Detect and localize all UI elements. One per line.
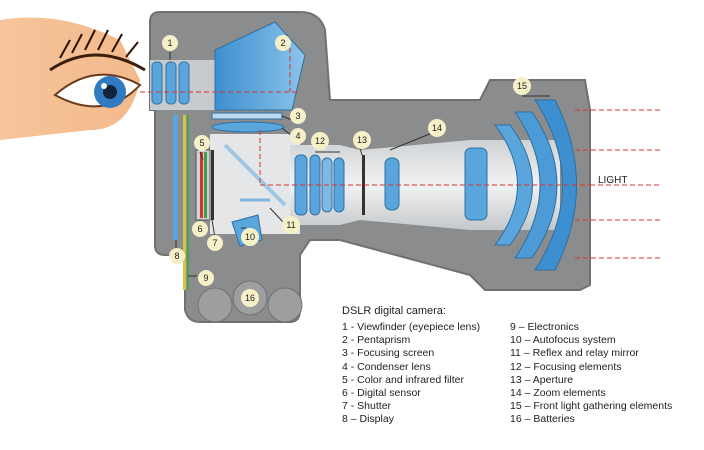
legend-item: 16 – Batteries xyxy=(510,413,575,426)
callout-6: 6 xyxy=(192,221,208,237)
legend-item: 12 – Focusing elements xyxy=(510,360,622,373)
svg-text:8: 8 xyxy=(174,251,179,261)
eyepiece-lenses xyxy=(151,61,190,105)
legend-item: 5 - Color and infrared filter xyxy=(342,373,464,386)
svg-text:7: 7 xyxy=(212,238,217,248)
callout-13: 13 xyxy=(353,131,371,149)
svg-text:10: 10 xyxy=(245,232,255,242)
svg-text:3: 3 xyxy=(295,111,300,121)
svg-text:16: 16 xyxy=(245,293,255,303)
legend-item: 13 – Aperture xyxy=(510,373,574,386)
svg-text:13: 13 xyxy=(357,135,367,145)
legend-item: 14 – Zoom elements xyxy=(510,387,606,400)
ir-filter xyxy=(204,152,207,218)
legend-left-column: 1 - Viewfinder (eyepiece lens) 2 - Penta… xyxy=(342,321,480,427)
zoom-element-2 xyxy=(464,147,488,221)
condenser-lens xyxy=(211,121,285,133)
legend-item: 15 – Front light gathering elements xyxy=(510,400,673,413)
legend-item: 8 – Display xyxy=(342,413,394,426)
focusing-screen xyxy=(211,112,283,120)
light-rays xyxy=(140,40,660,259)
callout-5: 5 xyxy=(194,135,210,151)
legend-item: 10 – Autofocus system xyxy=(510,334,616,347)
shutter xyxy=(211,150,214,220)
batteries xyxy=(197,280,303,323)
svg-text:1: 1 xyxy=(167,38,172,48)
svg-text:4: 4 xyxy=(295,131,300,141)
callout-8: 8 xyxy=(169,248,185,264)
callout-2: 2 xyxy=(275,35,291,51)
legend-item: 7 - Shutter xyxy=(342,400,392,413)
display-panel xyxy=(173,115,178,240)
legend-item: 6 - Digital sensor xyxy=(342,387,421,400)
legend-title: DSLR digital camera: xyxy=(342,305,446,317)
electronics-board-2 xyxy=(187,115,189,290)
callout-12: 12 xyxy=(311,132,329,150)
svg-text:15: 15 xyxy=(517,81,527,91)
callout-1: 1 xyxy=(162,35,178,51)
eye-illustration xyxy=(0,17,146,140)
callout-15: 15 xyxy=(513,77,531,95)
legend-item: 4 - Condenser lens xyxy=(342,360,431,373)
legend-item: 2 - Pentaprism xyxy=(342,334,411,347)
color-filter xyxy=(200,152,203,218)
legend-item: 3 - Focusing screen xyxy=(342,347,435,360)
svg-text:12: 12 xyxy=(315,136,325,146)
svg-text:11: 11 xyxy=(286,220,295,230)
electronics-board xyxy=(183,115,186,290)
aperture xyxy=(362,155,365,215)
front-elements xyxy=(494,99,577,271)
legend-item: 11 – Reflex and relay mirror xyxy=(510,347,639,360)
light-label: LIGHT xyxy=(598,175,627,186)
svg-text:2: 2 xyxy=(280,38,285,48)
legend-item: 9 – Electronics xyxy=(510,321,579,333)
reflex-mirror xyxy=(223,143,287,207)
legend-right-column: 9 – Electronics 10 – Autofocus system 11… xyxy=(510,321,672,427)
callout-16: 16 xyxy=(241,289,259,307)
svg-text:14: 14 xyxy=(432,123,442,133)
callout-3: 3 xyxy=(290,108,306,124)
callout-11: 11 xyxy=(282,216,300,234)
svg-text:5: 5 xyxy=(199,138,204,148)
callout-10: 10 xyxy=(241,228,259,246)
callout-4: 4 xyxy=(290,128,306,144)
zoom-element xyxy=(384,157,400,211)
callout-14: 14 xyxy=(428,119,446,137)
svg-text:9: 9 xyxy=(203,273,208,283)
callout-7: 7 xyxy=(207,235,223,251)
legend-item: 1 - Viewfinder (eyepiece lens) xyxy=(342,321,481,333)
callout-9: 9 xyxy=(198,270,214,286)
svg-text:6: 6 xyxy=(197,224,202,234)
